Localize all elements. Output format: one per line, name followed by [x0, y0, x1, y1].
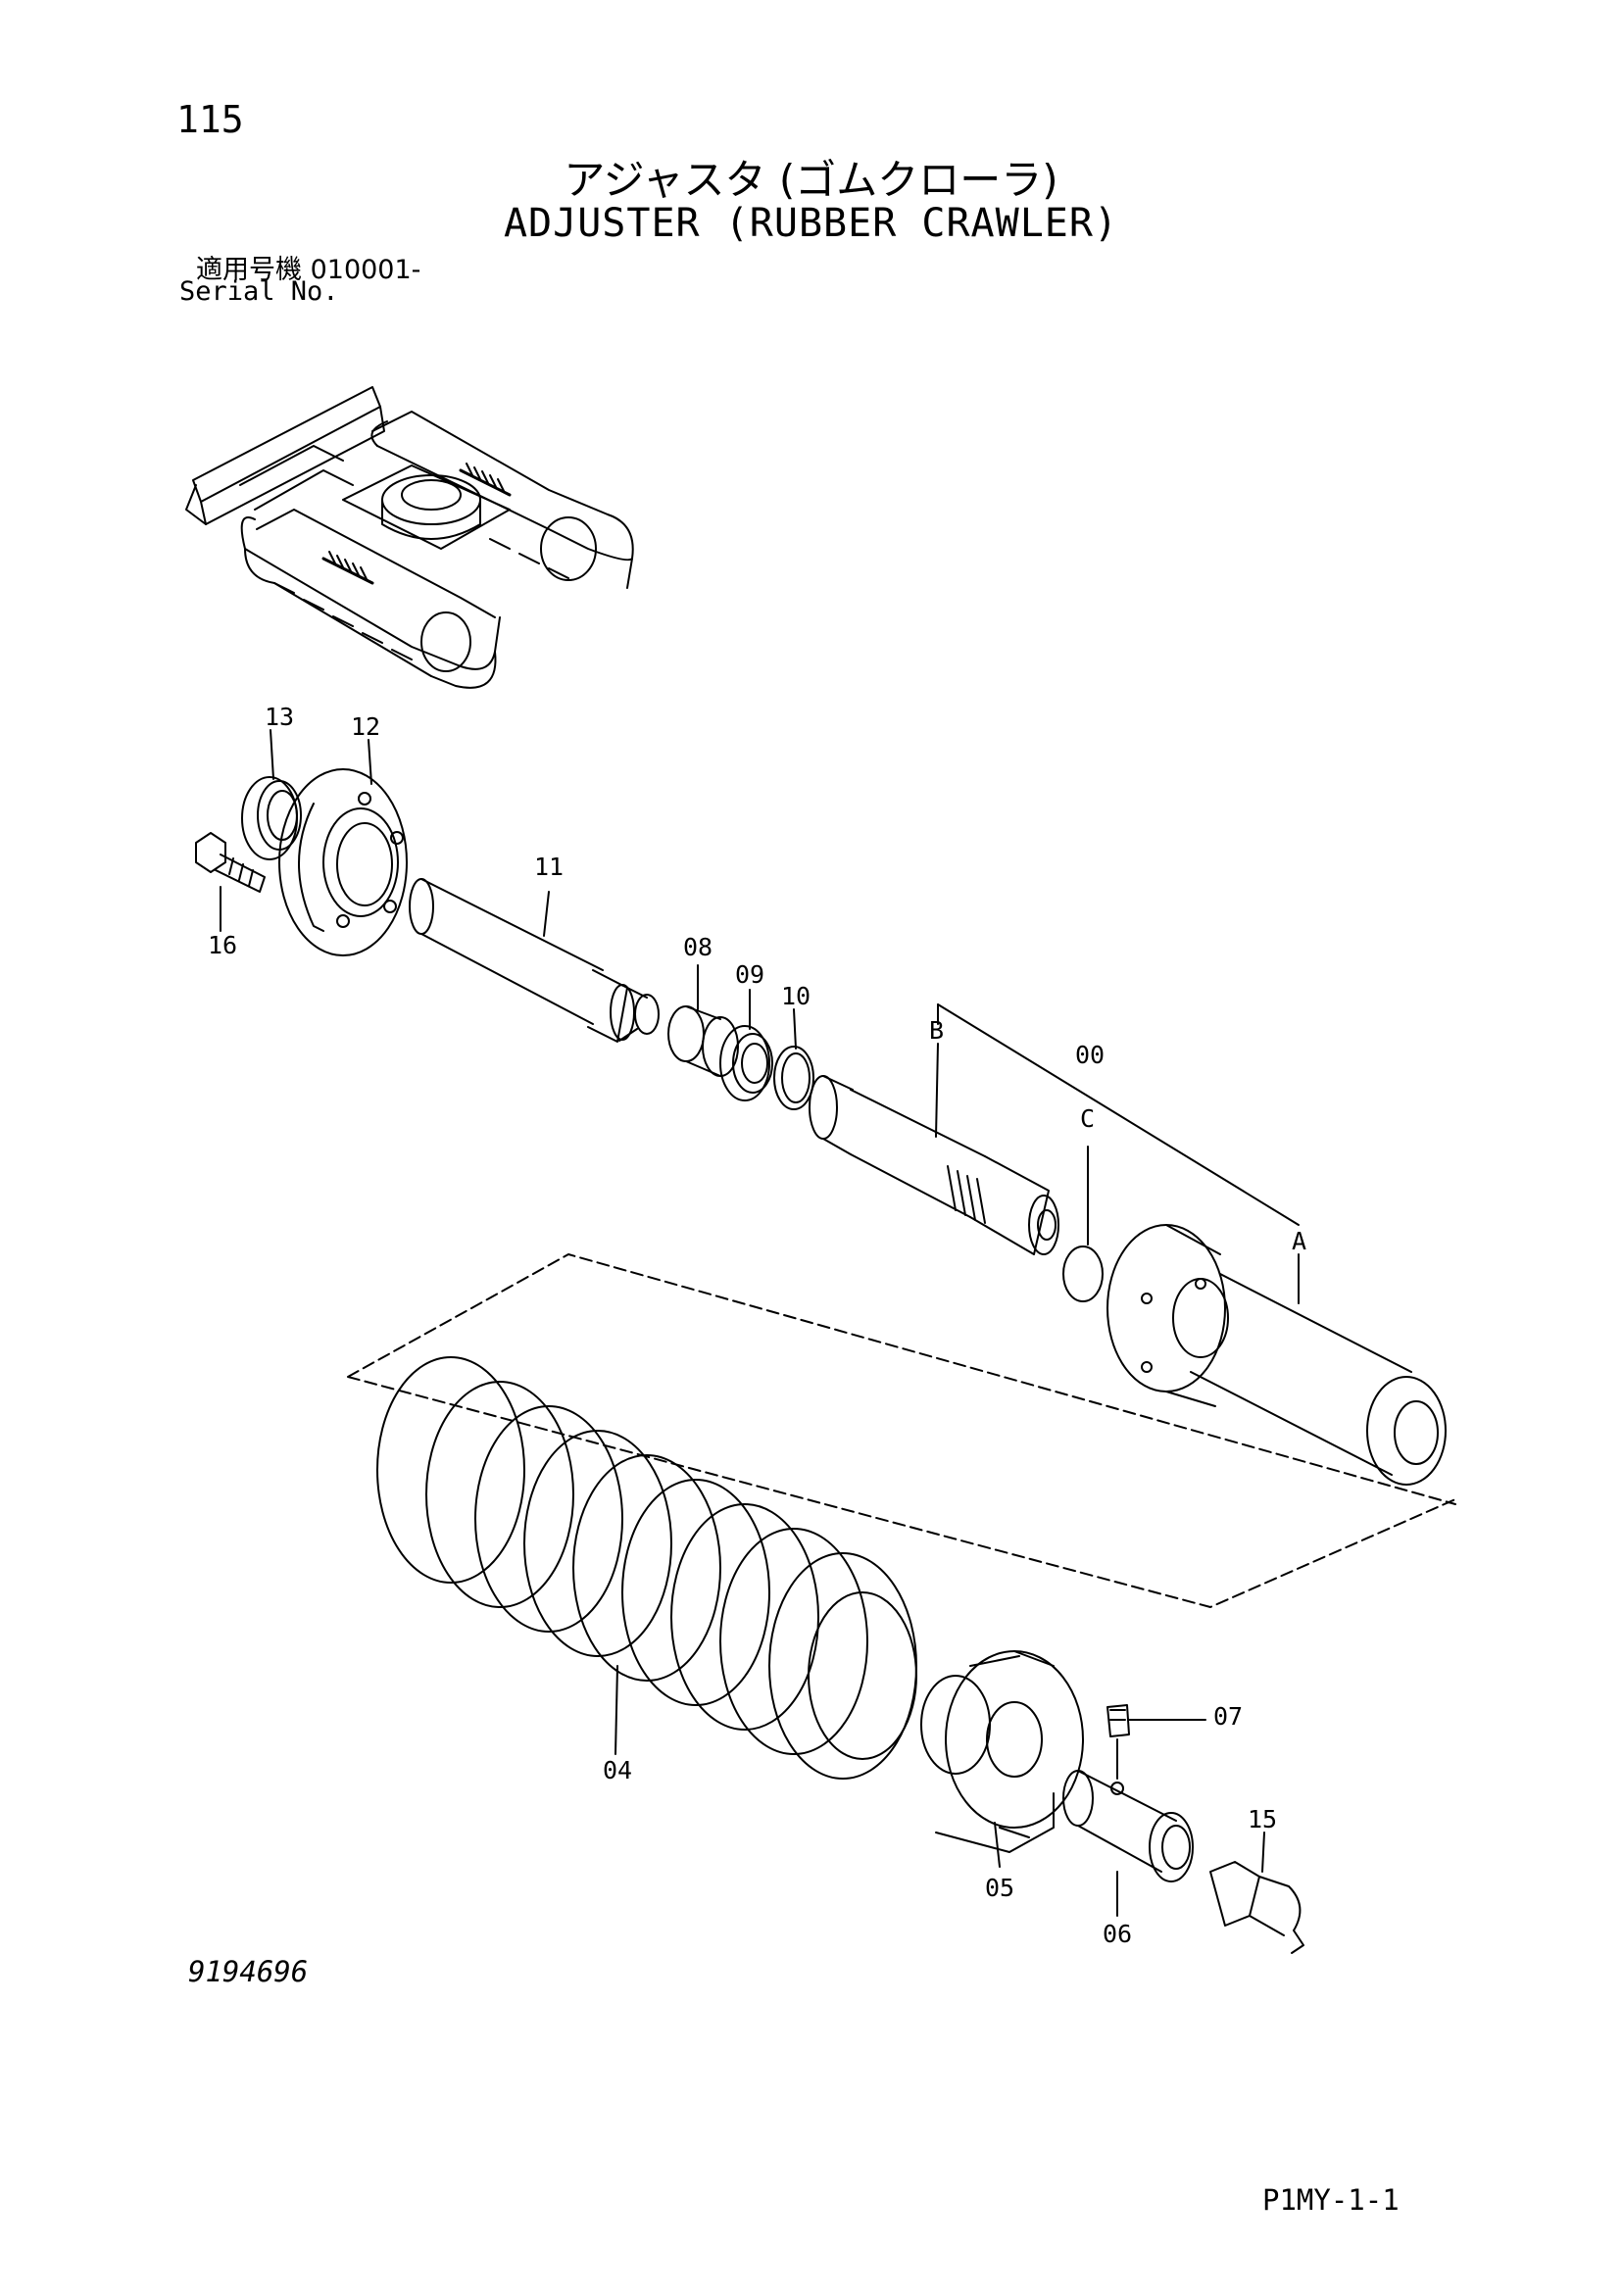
sheet-code: P1MY-1-1 — [1262, 2183, 1400, 2217]
page-number: 115 — [176, 98, 244, 141]
part-07-valve-cap — [1106, 1704, 1206, 1780]
part-13-seal — [241, 729, 302, 860]
callout-07: 07 — [1213, 1702, 1243, 1731]
callout-11: 11 — [534, 853, 564, 881]
part-b-rod — [809, 1003, 1300, 1255]
drawing-number: 9194696 — [188, 1955, 309, 1988]
part-12-flange — [278, 739, 408, 956]
part-05-spring-seat — [920, 1650, 1084, 1868]
part-04-spring — [376, 1356, 917, 1780]
part-c-o-ring — [1062, 1146, 1104, 1302]
serial-label-japanese: 適用号機 010001- — [196, 255, 421, 285]
callout-05: 05 — [985, 1874, 1014, 1902]
callout-04: 04 — [603, 1756, 632, 1784]
callout-12: 12 — [351, 712, 380, 741]
callout-b: B — [929, 1016, 944, 1045]
callout-13: 13 — [265, 703, 294, 731]
callout-a: A — [1292, 1227, 1306, 1255]
part-09-seal — [719, 989, 773, 1101]
callout-06: 06 — [1103, 1920, 1132, 1948]
part-a-cylinder — [1106, 1224, 1447, 1486]
title-english: ADJUSTER (RUBBER CRAWLER) — [503, 201, 1119, 246]
callout-c: C — [1080, 1104, 1095, 1133]
spring-group-bracket — [347, 1253, 1456, 1608]
callout-08: 08 — [683, 933, 713, 961]
part-06-valve-body — [1062, 1770, 1194, 1917]
machine-overview-illustration — [185, 386, 634, 689]
title-japanese: アジャスタ (ゴムクローラ) — [564, 156, 1058, 204]
part-11-shaft — [409, 878, 660, 1043]
callout-09: 09 — [735, 960, 764, 989]
serial-label-english: Serial No. — [179, 276, 339, 307]
callout-16: 16 — [208, 931, 237, 959]
part-15-grease-fitting — [1209, 1832, 1304, 1954]
callout-labels: 13 12 16 11 08 09 10 B 00 C A 04 07 15 0… — [208, 703, 1306, 1948]
callout-10: 10 — [781, 982, 811, 1010]
callout-15: 15 — [1248, 1805, 1277, 1833]
callout-00: 00 — [1075, 1041, 1105, 1069]
part-08-bushing — [667, 964, 739, 1077]
part-16-bolt — [195, 832, 266, 932]
part-10-snap-ring — [773, 1008, 814, 1110]
